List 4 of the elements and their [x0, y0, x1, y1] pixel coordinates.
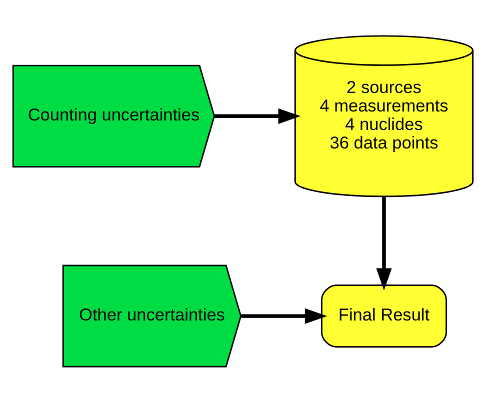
arrow	[214, 108, 301, 124]
node-box: Final Result	[320, 284, 448, 348]
arrow	[241, 308, 328, 324]
arrow	[376, 196, 392, 290]
